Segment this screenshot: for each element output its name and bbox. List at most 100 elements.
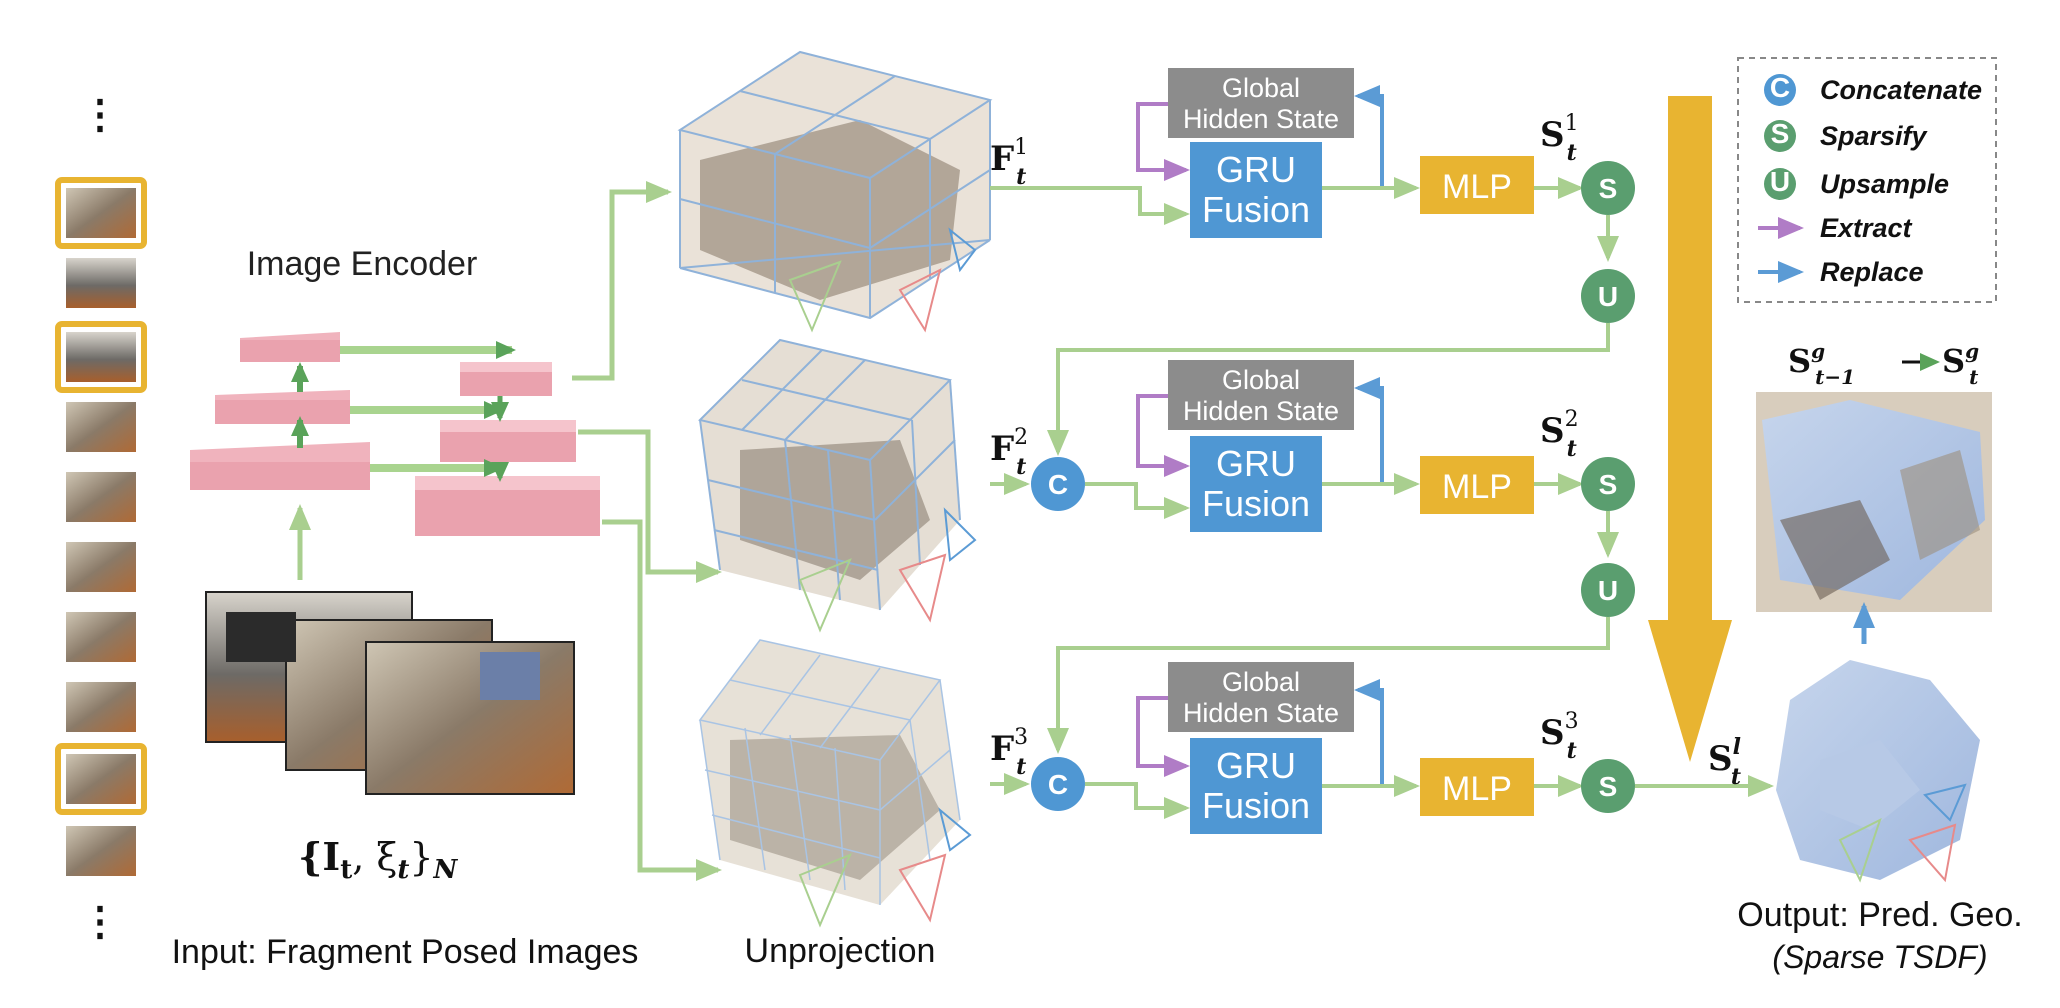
svg-text:GRU: GRU	[1216, 443, 1296, 484]
svg-text:U: U	[1598, 281, 1618, 312]
sparsify-node-1	[1581, 161, 1635, 215]
gru-fusion-3	[1190, 738, 1322, 834]
encoder-to-unprojection-arrows	[572, 181, 722, 881]
svg-text:S: S	[1599, 173, 1618, 204]
extract-arrow-1	[1136, 102, 1190, 181]
svg-text:Replace: Replace	[1820, 257, 1924, 287]
output-mesh	[1776, 660, 1980, 883]
mlp-1	[1420, 156, 1534, 214]
svg-text:C: C	[1048, 769, 1068, 800]
svg-text:GRU: GRU	[1216, 745, 1296, 786]
image-encoder-label: Image Encoder	[247, 245, 478, 283]
svg-text:Hidden State: Hidden State	[1183, 396, 1339, 426]
mlp-3	[1420, 758, 1534, 816]
input-label: Input: Fragment Posed Images	[172, 933, 639, 971]
legend-sparsify: S Sparsify	[1764, 118, 1929, 152]
concat-node-2	[1031, 457, 1085, 511]
frame-6	[66, 542, 136, 592]
concat-node-3	[1031, 757, 1085, 811]
svg-text:Sgt−1: Sgt−1	[1788, 339, 1855, 389]
image-encoder	[190, 332, 600, 536]
frame-8	[66, 682, 136, 732]
output-label: Output: Pred. Geo.	[1737, 896, 2022, 934]
frame-4	[66, 402, 136, 452]
svg-text:Slt: Slt	[1708, 734, 1741, 790]
svg-text:MLP: MLP	[1442, 168, 1512, 206]
sparsify-node-3	[1581, 759, 1635, 813]
unprojection-volume-3	[698, 639, 972, 928]
upsample-node-1	[1581, 269, 1635, 323]
mlp-2	[1420, 456, 1534, 514]
frame-strip: ⋮ ⋮	[55, 93, 147, 944]
frame-2	[66, 258, 136, 308]
legend-upsample: U Upsample	[1764, 166, 1949, 200]
svg-text:Fusion: Fusion	[1202, 785, 1310, 826]
svg-text:MLP: MLP	[1442, 770, 1512, 808]
svg-text:{It, ξt}N: {It, ξt}N	[298, 834, 459, 885]
svg-text:F2t: F2t	[990, 425, 1028, 480]
frame-1-keyframe	[55, 177, 147, 249]
ellipsis-bottom: ⋮	[80, 900, 120, 944]
frame-10	[66, 826, 136, 876]
svg-text:Upsample: Upsample	[1820, 169, 1949, 199]
svg-text:U: U	[1598, 575, 1618, 606]
ellipsis-top: ⋮	[80, 93, 120, 137]
svg-text:S: S	[1599, 469, 1618, 500]
extract-arrow-2	[1136, 394, 1190, 477]
frame-7	[66, 612, 136, 662]
svg-text:Fusion: Fusion	[1202, 189, 1310, 230]
frame-3-keyframe	[55, 321, 147, 393]
global-volume-mesh	[1756, 392, 1992, 612]
svg-text:S3t: S3t	[1540, 709, 1579, 764]
svg-text:Concatenate: Concatenate	[1820, 75, 1982, 105]
legend-concatenate: C Concatenate	[1764, 72, 1982, 106]
frame-9-keyframe	[55, 743, 147, 815]
svg-text:Fusion: Fusion	[1202, 483, 1310, 524]
gru-fusion-1	[1190, 142, 1322, 238]
svg-text:Extract: Extract	[1820, 213, 1913, 243]
svg-text:S1t: S1t	[1540, 111, 1579, 166]
svg-text:Global: Global	[1222, 73, 1300, 103]
svg-text:Global: Global	[1222, 365, 1300, 395]
legend: C Concatenate S Sparsify U Upsample Extr…	[1737, 57, 1997, 303]
svg-text:F3t: F3t	[990, 725, 1028, 780]
extract-arrow-3	[1136, 696, 1190, 777]
unprojection-volume-2	[698, 338, 977, 633]
upsample-node-2	[1581, 563, 1635, 617]
svg-text:Sparsify: Sparsify	[1820, 121, 1929, 151]
svg-text:S2t: S2t	[1540, 407, 1579, 462]
global-hidden-state-2	[1168, 360, 1354, 430]
svg-text:GRU: GRU	[1216, 149, 1296, 190]
sparsify-node-2	[1581, 457, 1635, 511]
unprojection-label: Unprojection	[745, 932, 936, 970]
legend-replace: Replace	[1758, 257, 1924, 287]
svg-text:U: U	[1770, 166, 1790, 197]
output-sublabel: (Sparse TSDF)	[1772, 939, 1987, 975]
svg-text:Hidden State: Hidden State	[1183, 698, 1339, 728]
svg-text:MLP: MLP	[1442, 468, 1512, 506]
legend-extract: Extract	[1758, 213, 1913, 243]
input-images	[205, 591, 575, 795]
unprojection-volume-1	[677, 50, 993, 333]
svg-text:Global: Global	[1222, 667, 1300, 697]
svg-text:S: S	[1771, 118, 1790, 149]
svg-text:S: S	[1599, 771, 1618, 802]
global-hidden-state-1	[1168, 68, 1354, 138]
svg-text:C: C	[1048, 469, 1068, 500]
svg-text:Hidden State: Hidden State	[1183, 104, 1339, 134]
gru-fusion-2	[1190, 436, 1322, 532]
svg-text:Sgt: Sgt	[1942, 339, 1979, 389]
input-set-notation: {It, ξt}N	[298, 834, 459, 885]
svg-text:C: C	[1770, 72, 1790, 103]
